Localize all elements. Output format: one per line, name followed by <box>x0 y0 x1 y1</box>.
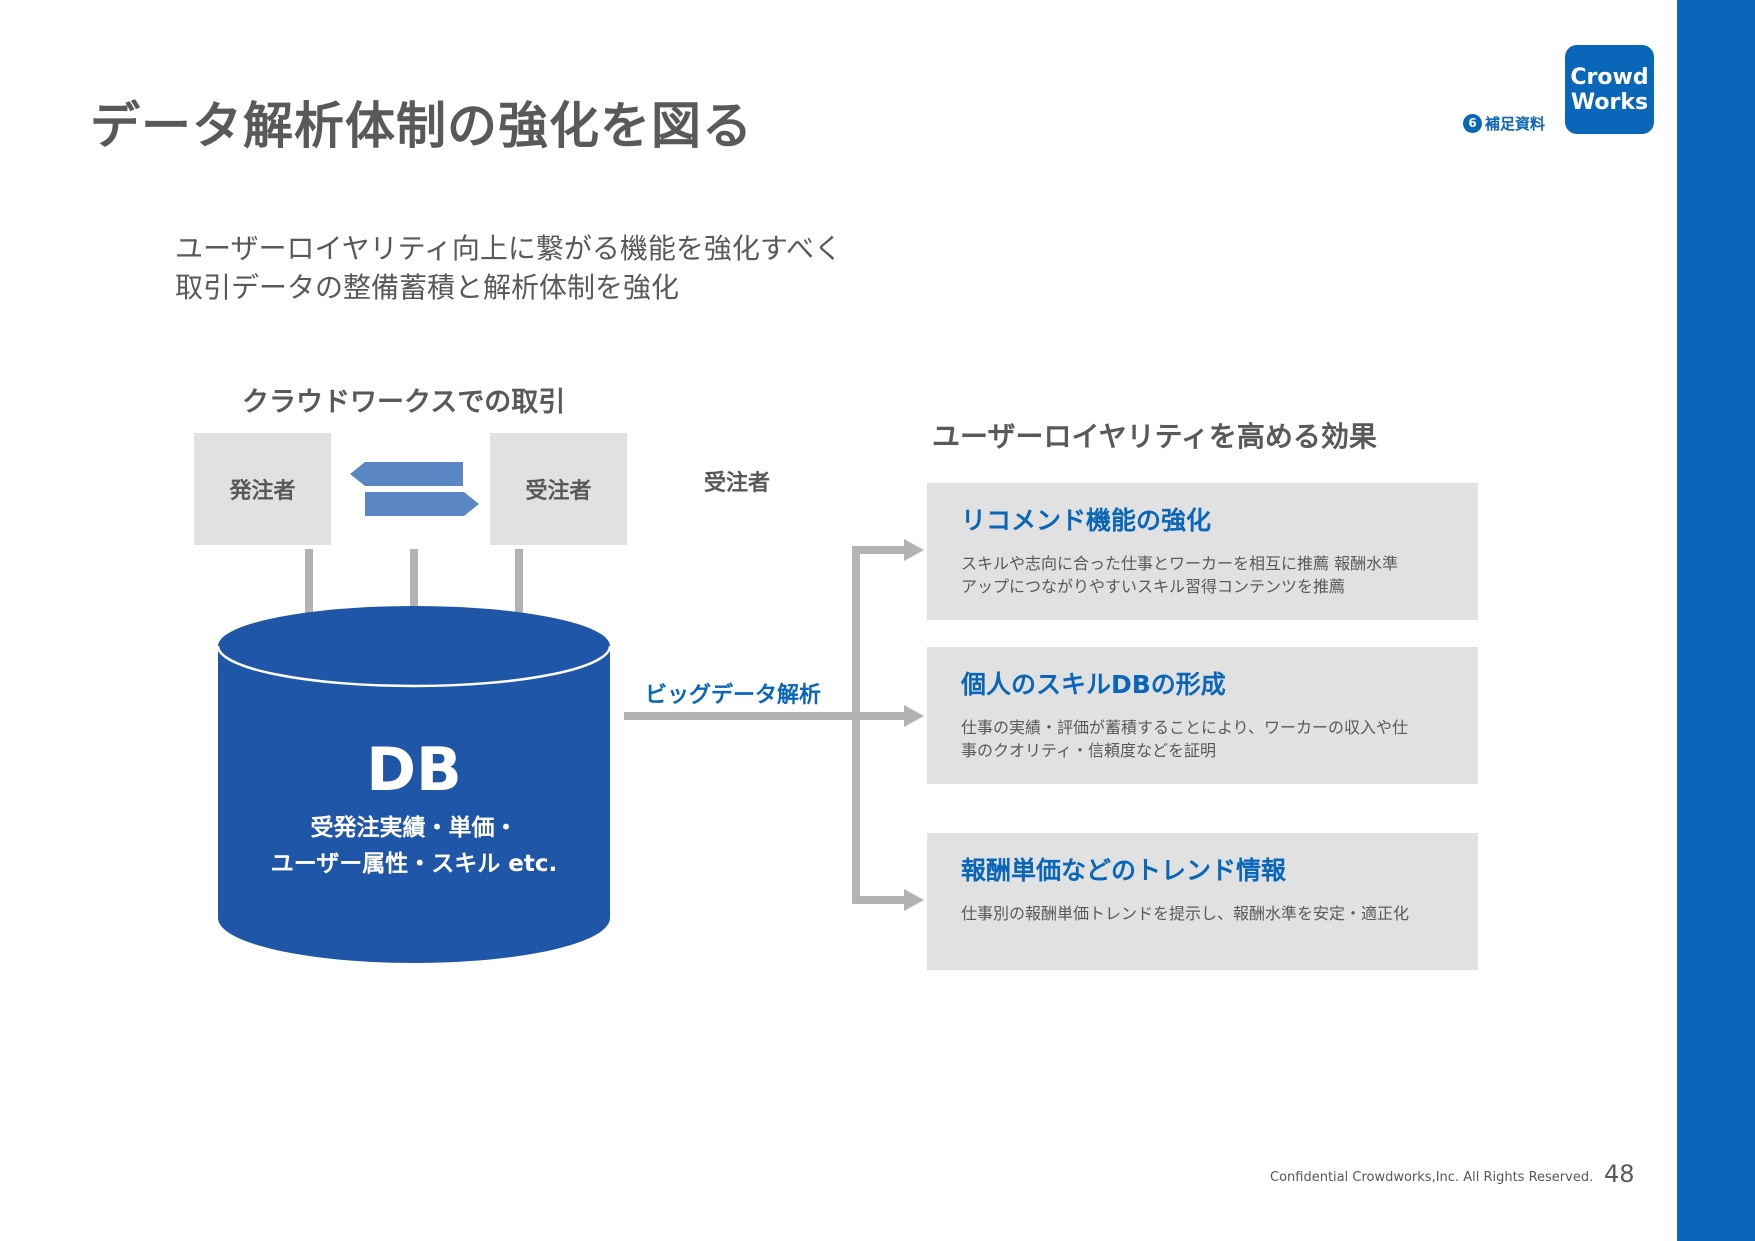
subtitle-line2: 取引データの整備蓄積と解析体制を強化 <box>175 271 680 304</box>
exchange-arrow-right <box>365 492 479 516</box>
contractor-label: 受注者 <box>525 479 592 504</box>
subtitle-line1: ユーザーロイヤリティ向上に繋がる機能を強化すべく <box>175 232 842 265</box>
logo-line1: Crowd <box>1570 64 1649 90</box>
effect-box-skill-db: 個人のスキルDBの形成 仕事の実績・評価が蓄積することにより、ワーカーの収入や仕… <box>927 647 1478 784</box>
contractor-extra-label: 受注者 <box>704 471 771 496</box>
effect-desc-line2: アップにつながりやすいスキル習得コンテンツを推薦 <box>961 577 1346 596</box>
db-title: DB <box>366 735 462 805</box>
section-tag: 6 補足資料 <box>1463 112 1545 134</box>
effect-description: スキルや志向に合った仕事とワーカーを相互に推薦 報酬水準 アップにつながりやすい… <box>961 552 1461 598</box>
logo-line2: Works <box>1570 89 1649 115</box>
transaction-heading: クラウドワークスでの取引 <box>242 387 566 418</box>
effect-desc-line1: スキルや志向に合った仕事とワーカーを相互に推薦 報酬水準 <box>961 554 1399 573</box>
effect-title: 報酬単価などのトレンド情報 <box>961 856 1287 885</box>
effect-description: 仕事の実績・評価が蓄積することにより、ワーカーの収入や仕 事のクオリティ・信頼度… <box>961 716 1461 762</box>
big-data-analysis-label: ビッグデータ解析 <box>645 683 822 708</box>
db-cylinder <box>216 606 612 963</box>
effect-desc-line2: 事のクオリティ・信頼度などを証明 <box>961 741 1217 760</box>
page-number: 48 <box>1604 1160 1635 1188</box>
section-number-badge: 6 <box>1463 113 1482 133</box>
analysis-flow-arrows <box>624 539 924 911</box>
exchange-arrow-left <box>350 462 463 486</box>
footer-copyright: Confidential Crowdworks,Inc. All Rights … <box>1270 1170 1594 1185</box>
effect-title: 個人のスキルDBの形成 <box>961 670 1226 699</box>
crowdworks-logo: Crowd Works <box>1565 45 1654 134</box>
db-desc-line1: 受発注実績・単価・ <box>310 815 518 841</box>
subtitle: ユーザーロイヤリティ向上に繋がる機能を強化すべく 取引データの整備蓄積と解析体制… <box>175 229 842 307</box>
db-desc-line2: ユーザー属性・スキル etc. <box>270 851 558 877</box>
orderer-label: 発注者 <box>229 479 296 504</box>
contractor-box: 受注者 <box>490 433 627 545</box>
loyalty-effects-heading: ユーザーロイヤリティを高める効果 <box>932 420 1377 453</box>
effect-title: リコメンド機能の強化 <box>961 506 1212 535</box>
page-title: データ解析体制の強化を図る <box>90 97 753 155</box>
section-label: 補足資料 <box>1485 114 1546 133</box>
effect-description: 仕事別の報酬単価トレンドを提示し、報酬水準を安定・適正化 <box>961 902 1461 925</box>
brand-sidebar <box>1677 0 1755 1241</box>
effect-box-recommend: リコメンド機能の強化 スキルや志向に合った仕事とワーカーを相互に推薦 報酬水準 … <box>927 483 1478 620</box>
db-description: 受発注実績・単価・ ユーザー属性・スキル etc. <box>218 810 610 882</box>
effect-box-trend: 報酬単価などのトレンド情報 仕事別の報酬単価トレンドを提示し、報酬水準を安定・適… <box>927 833 1478 970</box>
effect-desc-line1: 仕事別の報酬単価トレンドを提示し、報酬水準を安定・適正化 <box>961 904 1410 923</box>
effect-desc-line1: 仕事の実績・評価が蓄積することにより、ワーカーの収入や仕 <box>961 718 1409 737</box>
orderer-box: 発注者 <box>194 433 331 545</box>
